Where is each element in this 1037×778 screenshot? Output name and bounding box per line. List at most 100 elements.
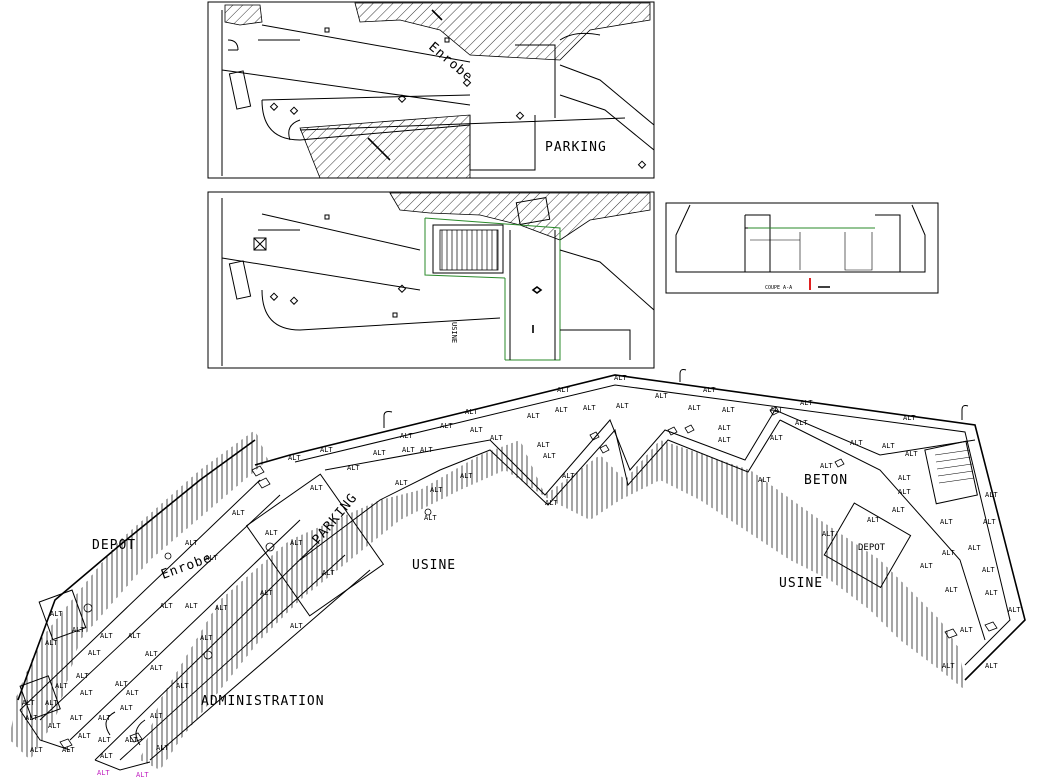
- alt-marker: ALT: [460, 472, 473, 480]
- plan-middle-stair: [515, 196, 551, 226]
- depot-block-2: [19, 675, 61, 720]
- alt-marker: ALT: [402, 446, 415, 454]
- alt-marker: ALT: [985, 491, 998, 499]
- zone-usine-right: USINE: [779, 576, 823, 591]
- alt-marker: ALT: [185, 539, 198, 547]
- alt-marker: ALT: [555, 406, 568, 414]
- plan-top-lanes: [288, 44, 626, 171]
- alt-marker: ALT: [310, 484, 323, 492]
- alt-marker: ALT: [800, 399, 813, 407]
- alt-marker: ALT: [30, 746, 43, 754]
- section-outline: [675, 204, 926, 273]
- alt-marker: ALT: [920, 562, 933, 570]
- alt-marker: ALT: [882, 442, 895, 450]
- east-stair: [924, 440, 978, 505]
- alt-marker: ALT: [718, 424, 731, 432]
- alt-marker: ALT: [985, 589, 998, 597]
- alt-marker: ALT: [185, 602, 198, 610]
- alt-marker: ALT: [537, 441, 550, 449]
- plan-top: Enrobe PARKING: [207, 1, 655, 179]
- alt-marker: ALT: [76, 672, 89, 680]
- alt-marker: ALT: [430, 486, 443, 494]
- elevation-markers: ALT ALT ALT ALT ALT ALT ALT ALT ALT ALT …: [22, 374, 1021, 778]
- alt-marker: ALT: [420, 446, 433, 454]
- alt-marker: ALT: [98, 736, 111, 744]
- lamp-posts: [383, 369, 969, 428]
- section-caption: COUPE A-A: [765, 285, 792, 291]
- alt-marker: ALT: [288, 454, 301, 462]
- alt-marker: ALT: [232, 509, 245, 517]
- alt-marker: ALT: [822, 530, 835, 538]
- alt-marker-highlight: ALT: [136, 771, 149, 778]
- alt-marker: ALT: [942, 549, 955, 557]
- alt-marker: ALT: [373, 449, 386, 457]
- alt-marker: ALT: [758, 476, 771, 484]
- alt-marker: ALT: [100, 632, 113, 640]
- alt-marker: ALT: [703, 386, 716, 394]
- alt-marker: ALT: [945, 586, 958, 594]
- plan-middle-green-outline: [424, 217, 561, 361]
- alt-marker: ALT: [70, 714, 83, 722]
- alt-marker: ALT: [78, 732, 91, 740]
- alt-marker: ALT: [45, 699, 58, 707]
- plan-top-hatch-lower: [299, 114, 471, 179]
- plan-top-roads: [221, 10, 471, 176]
- alt-marker: ALT: [260, 589, 273, 597]
- alt-marker: ALT: [557, 386, 570, 394]
- alt-marker: ALT: [722, 406, 735, 414]
- alt-marker: ALT: [98, 714, 111, 722]
- plan-top-ramp: [559, 32, 655, 151]
- plan-top-callouts: [367, 9, 443, 161]
- alt-marker: ALT: [543, 452, 556, 460]
- plan-middle: USINE: [207, 191, 655, 369]
- alt-marker: ALT: [465, 408, 478, 416]
- alt-marker: ALT: [290, 622, 303, 630]
- alt-marker: ALT: [88, 649, 101, 657]
- alt-marker: ALT: [322, 569, 335, 577]
- alt-marker: ALT: [982, 566, 995, 574]
- plan-middle-usine-label: USINE: [450, 322, 458, 343]
- alt-marker: ALT: [688, 404, 701, 412]
- alt-marker: ALT: [72, 626, 85, 634]
- section-internal: [750, 232, 873, 271]
- alt-marker: ALT: [867, 516, 880, 524]
- plan-middle-marks: [531, 286, 543, 333]
- zigzag-lower: [299, 419, 781, 561]
- plan-top-markers: [269, 27, 647, 169]
- plan-middle-hatch: [389, 192, 651, 241]
- alt-marker: ALT: [583, 404, 596, 412]
- alt-marker: ALT: [940, 518, 953, 526]
- plan-middle-markers: [269, 214, 407, 318]
- alt-marker: ALT: [942, 662, 955, 670]
- alt-marker: ALT: [100, 752, 113, 760]
- zone-beton: BETON: [804, 473, 848, 488]
- depot-east-building: [823, 502, 912, 589]
- alt-marker: ALT: [400, 432, 413, 440]
- alt-marker: ALT: [898, 474, 911, 482]
- alt-marker: ALT: [160, 602, 173, 610]
- alt-marker: ALT: [395, 479, 408, 487]
- alt-marker: ALT: [424, 514, 437, 522]
- alt-marker: ALT: [50, 610, 63, 618]
- alt-marker: ALT: [490, 434, 503, 442]
- door-symbol: [227, 39, 239, 51]
- plan-middle-roads: [221, 198, 501, 366]
- alt-marker: ALT: [25, 714, 38, 722]
- alt-marker: ALT: [115, 680, 128, 688]
- stair-steps: [934, 449, 975, 484]
- alt-marker: ALT: [545, 499, 558, 507]
- plan-middle-box: [253, 237, 267, 251]
- alt-marker: ALT: [892, 506, 905, 514]
- alt-marker: ALT: [215, 604, 228, 612]
- alt-marker: ALT: [150, 664, 163, 672]
- alt-marker: ALT: [968, 544, 981, 552]
- alt-marker: ALT: [562, 472, 575, 480]
- alt-marker: ALT: [614, 374, 627, 382]
- alt-marker: ALT: [903, 414, 916, 422]
- depot-block-1: [38, 589, 87, 641]
- plan-middle-lanes: [509, 230, 655, 360]
- alt-marker: ALT: [128, 632, 141, 640]
- alt-marker: ALT: [48, 722, 61, 730]
- alt-marker: ALT: [1008, 606, 1021, 614]
- alt-marker: ALT: [80, 689, 93, 697]
